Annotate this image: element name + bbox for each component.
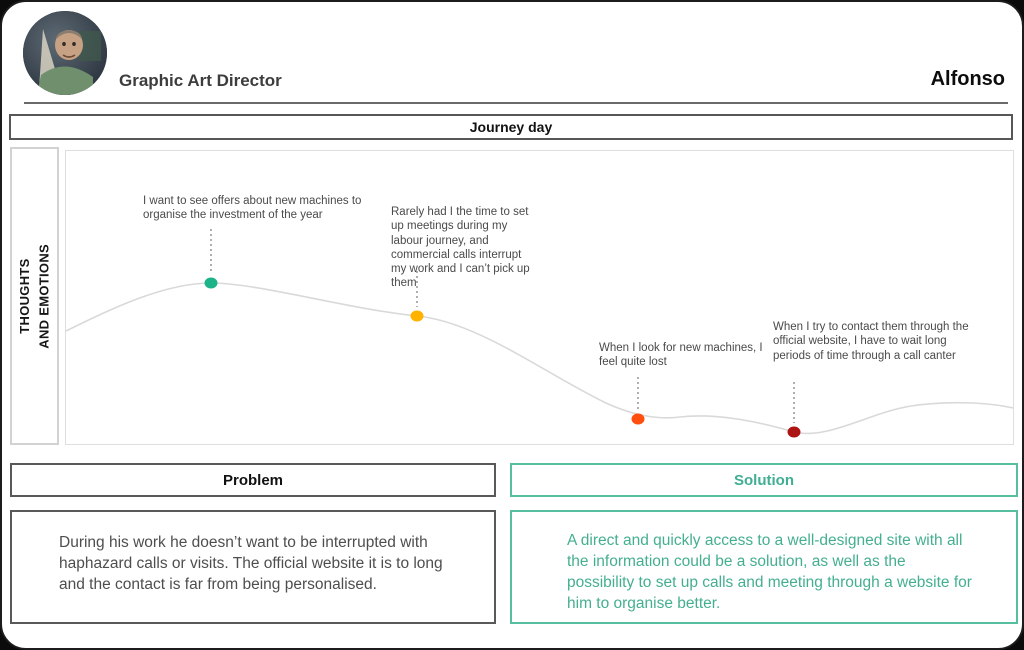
problem-text: During his work he doesn’t want to be in… [59, 534, 443, 593]
quote-annotation-2: Rarely had I the time to set up meetings… [391, 206, 530, 290]
header-divider [24, 102, 1008, 104]
persona-role: Graphic Art Director [119, 71, 282, 90]
problem-text-box: During his work he doesn’t want to be in… [10, 510, 496, 624]
emotion-point-2 [410, 310, 424, 322]
emotion-axis-box: THOUGHTS AND EMOTIONS [10, 147, 59, 445]
emotion-point-4 [787, 426, 801, 438]
thoughts-emotions-label: THOUGHTS AND EMOTIONS [17, 243, 52, 349]
emotion-curve [66, 282, 1013, 435]
persona-name: Alfonso [930, 68, 1005, 90]
quote-annotation-1: I want to see offers about new machines … [143, 195, 362, 222]
solution-title: Solution [734, 471, 794, 489]
solution-title-box: Solution [510, 463, 1018, 497]
journey-day-label: Journey day [469, 119, 553, 135]
avatar [23, 11, 107, 95]
emotion-point-1 [204, 277, 218, 289]
journey-day-header: Journey day [9, 114, 1013, 140]
solution-text-box: A direct and quickly access to a well-de… [510, 510, 1018, 624]
quote-annotation-4: When I try to contact them through the o… [773, 321, 969, 362]
emotion-curve-chart: I want to see offers about new machines … [65, 150, 1014, 445]
solution-text: A direct and quickly access to a well-de… [567, 532, 972, 612]
emotion-curve-svg [66, 229, 1013, 438]
problem-title-box: Problem [10, 463, 496, 497]
avatar-photo-placeholder [23, 11, 107, 95]
quote-annotation-3: When I look for new machines, I feel qui… [599, 342, 763, 369]
problem-title: Problem [222, 471, 283, 489]
emotion-point-3 [631, 413, 645, 425]
